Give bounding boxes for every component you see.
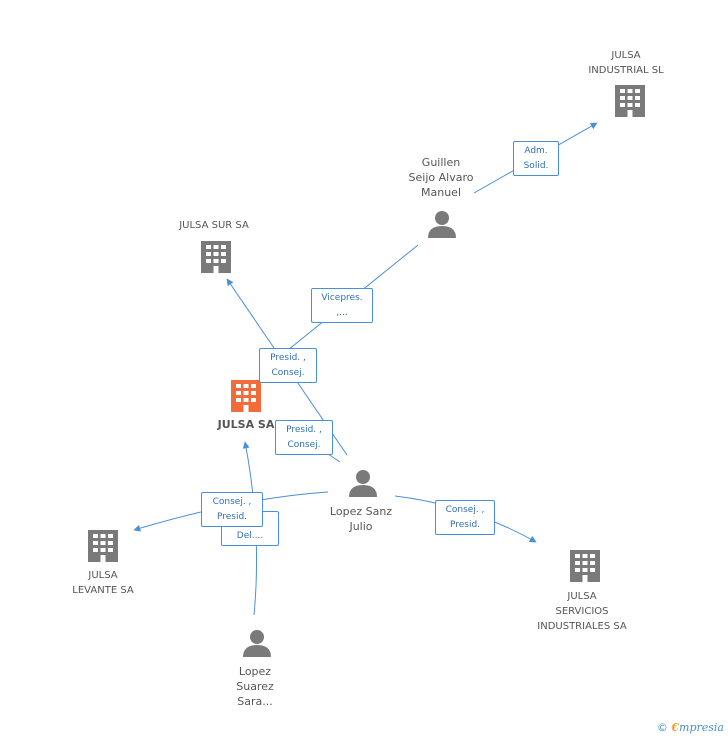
- node-label-julsa-sur[interactable]: JULSA SUR SA: [179, 220, 249, 231]
- edge-label-adm-solid[interactable]: Adm. Solid.: [513, 141, 559, 176]
- node-label-lopez-julio[interactable]: Lopez Sanz Julio: [329, 505, 393, 533]
- node-label-julsa-sa[interactable]: JULSA SA: [217, 418, 275, 431]
- person-icon: [349, 470, 377, 497]
- edge-label-consej-presid-servicios[interactable]: Consej. , Presid.: [435, 500, 495, 535]
- brand-footer: © €mpresia: [657, 721, 724, 734]
- edge-label-vicepres[interactable]: Vicepres. ,...: [311, 288, 373, 323]
- person-icon: [428, 211, 456, 238]
- building-icon: [615, 85, 645, 117]
- node-label-lopez-sara[interactable]: Lopez Suarez Sara...: [236, 665, 274, 708]
- building-icon: [88, 530, 118, 562]
- edge-label-consej-presid-levante[interactable]: Consej. , Presid.: [201, 492, 263, 527]
- brand-name: mpresia: [679, 721, 724, 734]
- node-label-julsa-servicios[interactable]: JULSA SERVICIOS INDUSTRIALES SA: [537, 591, 627, 632]
- node-label-guillen[interactable]: Guillen Seijo Alvaro Manuel: [408, 156, 474, 199]
- edge-label-presid-consej-1[interactable]: Presid. , Consej.: [259, 348, 317, 383]
- brand-logo-e: €: [671, 721, 680, 734]
- person-icon: [243, 630, 271, 657]
- building-icon: [201, 241, 231, 273]
- copyright-icon: ©: [656, 721, 668, 734]
- edge-label-presid-consej-2[interactable]: Presid. , Consej.: [275, 420, 333, 455]
- node-label-julsa-industrial[interactable]: JULSA INDUSTRIAL SL: [588, 50, 664, 76]
- building-main-icon: [231, 380, 261, 412]
- building-icon: [570, 550, 600, 582]
- node-label-julsa-levante[interactable]: JULSA LEVANTE SA: [72, 570, 134, 596]
